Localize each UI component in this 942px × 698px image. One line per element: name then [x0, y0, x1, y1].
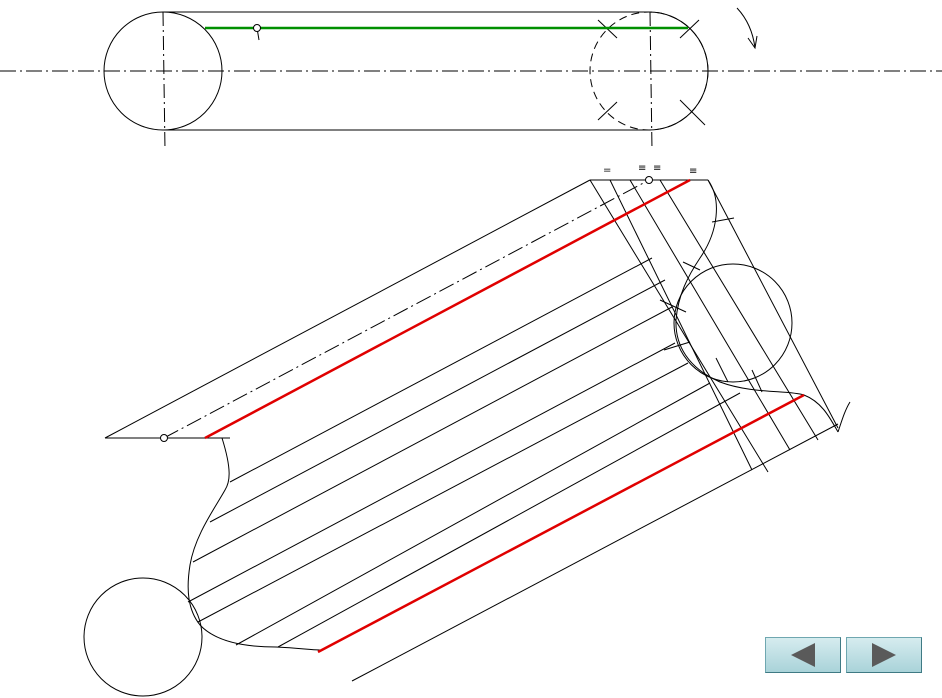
development-view — [83, 179, 851, 697]
development-tick — [715, 357, 729, 383]
equality-mark: ≡ — [638, 163, 646, 174]
development-top-marker — [645, 176, 653, 184]
triangle-right-icon — [872, 643, 896, 667]
development-tick — [659, 299, 687, 313]
development-left-curve — [187, 437, 321, 651]
equality-mark: ≡ — [653, 163, 661, 174]
development-end-line — [609, 179, 753, 471]
plan-right-arc — [648, 11, 709, 131]
development-generator — [187, 342, 676, 603]
plan-right-vertical-centerline — [649, 11, 653, 151]
plan-tick — [597, 101, 618, 121]
development-generator — [192, 306, 673, 563]
plan-generator-marker — [253, 24, 261, 32]
development-axis-centerline — [163, 179, 650, 439]
equality-mark: ≡ — [689, 166, 697, 177]
development-tick — [751, 369, 763, 393]
development-axis-marker — [160, 434, 168, 442]
next-slide-button[interactable] — [846, 637, 922, 673]
development-bottom-circle — [83, 577, 203, 697]
development-red-upper-generator — [204, 178, 691, 440]
triangle-left-icon — [791, 643, 815, 667]
development-generator — [277, 392, 741, 648]
development-generator — [351, 423, 839, 682]
development-generator — [235, 382, 711, 646]
equality-mark: = — [603, 165, 611, 176]
plan-left-vertical-centerline — [162, 11, 166, 151]
development-upper-outline — [104, 179, 591, 439]
development-tick — [711, 217, 735, 223]
previous-slide-button[interactable] — [765, 637, 841, 673]
development-end-line — [659, 179, 819, 441]
development-end-line — [629, 179, 791, 451]
development-generator — [209, 279, 666, 523]
development-right-curve — [675, 179, 839, 433]
development-tick — [682, 261, 701, 271]
development-end-line — [589, 179, 769, 473]
development-red-lower-generator — [317, 393, 805, 654]
development-generator — [229, 257, 653, 483]
rotation-arrow — [736, 7, 756, 49]
development-right-hook — [837, 401, 851, 433]
rotation-arrowhead-icon — [747, 35, 758, 50]
development-right-circle — [673, 263, 793, 383]
development-generator — [197, 362, 689, 623]
development-tick — [663, 341, 691, 351]
plan-tick — [679, 19, 700, 39]
development-end-line — [707, 179, 839, 429]
plan-tick — [679, 99, 706, 126]
plan-view — [0, 7, 942, 151]
